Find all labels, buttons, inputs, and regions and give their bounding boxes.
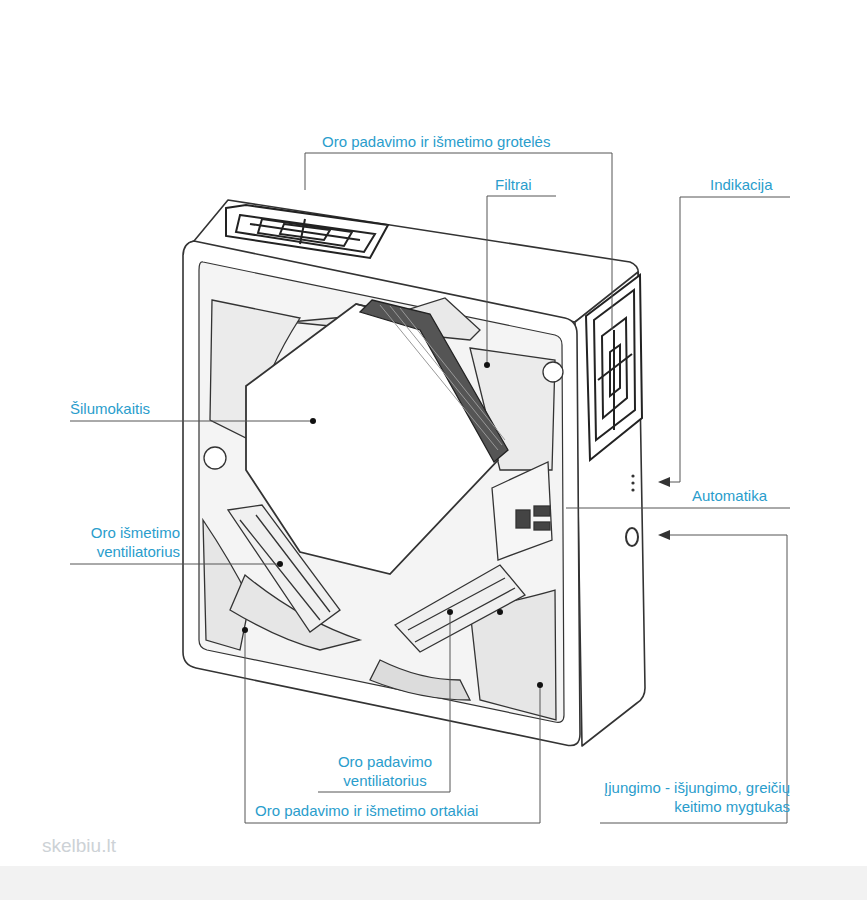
controller [492, 462, 552, 560]
part-label: Indikacija [710, 175, 773, 194]
housing-front [183, 241, 580, 746]
side-controls [626, 474, 638, 546]
part-label: Šilumokaitis [70, 399, 150, 418]
supply-fan [395, 565, 525, 652]
bottom-band [0, 866, 867, 900]
part-label: Oro padavimo ir išmetimo grotelės [322, 132, 550, 151]
leader-lines [70, 153, 790, 823]
part-label: Automatika [692, 486, 767, 505]
arrowheads [658, 477, 670, 540]
filter [360, 300, 508, 462]
exhaust-fan [228, 505, 340, 632]
internals [203, 298, 563, 720]
part-label: Oro padavimo ventiliatorius [320, 752, 450, 790]
part-label: Oro išmetimo ventiliatorius [50, 523, 180, 561]
part-label: Filtrai [495, 175, 532, 194]
housing-side [575, 272, 645, 746]
housing-inner [199, 262, 564, 722]
part-label: Oro padavimo ir išmetimo ortakiai [255, 801, 478, 820]
part-label: Įjungimo - išjungimo, greičių keitimo my… [596, 778, 790, 816]
leader-dots [242, 362, 543, 688]
watermark: skelbiu.lt [42, 836, 116, 855]
housing [183, 200, 645, 746]
